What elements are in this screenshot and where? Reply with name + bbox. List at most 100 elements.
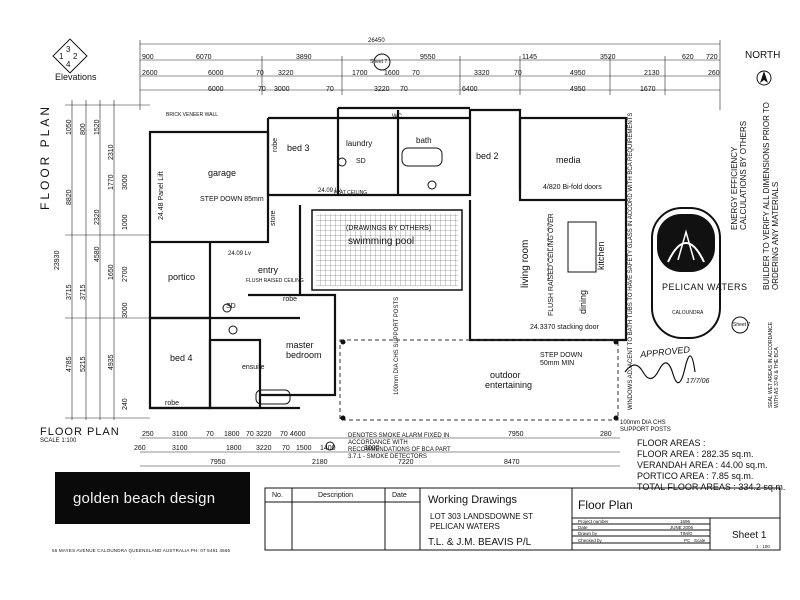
kitchen-island <box>567 221 597 273</box>
dim-bottom: 280 <box>600 431 612 438</box>
sheet7-top-label: Sheet 7 <box>370 59 388 65</box>
elevation-key <box>52 38 88 74</box>
sd-label: SD <box>226 303 236 310</box>
living-ceiling: FLUSH RAISED CEILING OVER <box>548 213 555 316</box>
project-number-label: Project number <box>578 519 609 524</box>
dim-top: 70 <box>400 86 408 93</box>
floor-plan-label: FLOOR PLAN <box>40 426 120 438</box>
room-living: living room <box>520 239 531 288</box>
dim-bottom: 3100 <box>172 445 188 452</box>
dim-top: 70 <box>412 70 420 77</box>
dim-top: 3320 <box>474 70 490 77</box>
date-value: JUNE 2006 <box>670 525 694 530</box>
dim-top: 2600 <box>142 70 158 77</box>
dim-bottom: 7220 <box>398 459 414 466</box>
room-bed4: bed 4 <box>170 353 193 363</box>
room-laundry: laundry <box>346 139 373 148</box>
floor-areas: FLOOR AREAS : FLOOR AREA : 282.35 sq.m. … <box>637 438 785 493</box>
dim-bottom: 70 <box>280 431 288 438</box>
top-dimension-lines <box>139 40 721 110</box>
elevations-label: Elevations <box>55 72 97 82</box>
drawn-by-label: Drawn by <box>578 531 598 536</box>
dim-top: 70 <box>256 70 264 77</box>
revision-col-no: No. <box>272 492 283 499</box>
seal-note: SEAL WET AREAS IN ACCORDANCE WITH AS 374… <box>768 321 780 408</box>
dim-bottom: 70 <box>282 445 290 452</box>
support-posts <box>340 339 619 421</box>
bath-tub <box>401 147 443 167</box>
dim-left: 1770 <box>108 174 115 190</box>
dim-left: 8820 <box>66 189 73 205</box>
dim-top: 3220 <box>374 86 390 93</box>
outdoor-area-outline <box>339 339 619 421</box>
builder-note: BUILDER TO VERIFY ALL DIMENSIONS PRIOR T… <box>762 102 780 290</box>
room-portico: portico <box>168 272 196 282</box>
room-entry: entry <box>258 265 279 275</box>
project-number: 1696 <box>680 519 691 524</box>
dim-top: 900 <box>142 54 154 61</box>
wc-label: WC <box>392 114 402 120</box>
working-drawings: Working Drawings <box>428 494 518 506</box>
dim-bottom: 70 <box>246 431 254 438</box>
floor-area: FLOOR AREA : 282.35 sq.m. <box>637 449 754 459</box>
scale-value: 1 : 100 <box>756 544 770 549</box>
room-bed3: bed 3 <box>287 143 310 153</box>
swimming-pool <box>311 209 463 291</box>
checked-by-label: Checked by <box>578 538 602 543</box>
elevation-key-4: 4 <box>66 60 71 69</box>
dim-left: 2310 <box>108 144 115 160</box>
room-bed2: bed 2 <box>476 151 499 161</box>
dim-top: 2130 <box>644 70 660 77</box>
north-label: NORTH <box>745 50 781 61</box>
louvre-label: 24.09 Lv <box>318 188 342 194</box>
step-down-note: STEP DOWN 50mm MIN <box>540 352 583 367</box>
dim-bottom: 4600 <box>290 431 306 438</box>
company-logo: golden beach design <box>55 472 250 524</box>
dim-top: 3520 <box>600 54 616 61</box>
dim-bottom: 3220 <box>256 445 272 452</box>
section-marker-top <box>373 53 391 71</box>
dim-top: 70 <box>514 70 522 77</box>
smoke-detectors <box>222 157 437 451</box>
entry-ceiling: FLUSH RAISED CEILING <box>246 278 304 284</box>
dim-left: 1000 <box>122 214 129 230</box>
louvre-label: 24.09 Lv <box>228 251 252 257</box>
dim-top: 1600 <box>384 70 400 77</box>
dim-top: 70 <box>326 86 334 93</box>
dim-top: 1670 <box>640 86 656 93</box>
dim-bottom: 8470 <box>504 459 520 466</box>
smoke-alarm-note: DENOTES SMOKE ALARM FIXED IN ACCORDANCE … <box>348 433 451 460</box>
elevation-key-3: 3 <box>66 45 71 54</box>
floor-plan-vertical: FLOOR PLAN <box>38 103 52 210</box>
stamp-brand: PELICAN WATERS <box>662 282 748 292</box>
dim-bottom: 3100 <box>172 431 188 438</box>
dim-top: 3890 <box>296 54 312 61</box>
lot-address: LOT 303 LANDSDOWNE ST <box>430 512 533 521</box>
room-ensuite: ensuite <box>242 364 265 371</box>
dim-bottom: 3220 <box>256 431 272 438</box>
dim-top: 6000 <box>208 70 224 77</box>
dim-bottom: 250 <box>142 431 154 438</box>
dim-bottom: 7950 <box>210 459 226 466</box>
sheet7-side-label: Sheet 7 <box>733 322 751 328</box>
total-width-dim: 26450 <box>368 38 385 44</box>
dim-left: 240 <box>122 398 129 410</box>
dim-top: 260 <box>708 70 720 77</box>
left-dimension-lines <box>65 100 150 420</box>
approval-stamp <box>651 207 721 339</box>
outdoor-label: outdoor <box>490 370 521 380</box>
store-label: store <box>270 210 277 226</box>
dim-top: 6000 <box>208 86 224 93</box>
dim-left: 2700 <box>122 266 129 282</box>
scale-title-label: Scale <box>694 538 706 543</box>
robe-bed3: robe <box>272 137 279 152</box>
drawn-by: TIM/G <box>680 531 693 536</box>
dim-bottom: 3000 <box>364 445 380 452</box>
stamp-date: 17/7/06 <box>686 378 710 385</box>
dim-top: 3000 <box>274 86 290 93</box>
date-label: Date <box>578 525 588 530</box>
dim-top: 1700 <box>352 70 368 77</box>
dim-bottom: 7950 <box>508 431 524 438</box>
revision-col-desc: Description <box>318 492 354 499</box>
